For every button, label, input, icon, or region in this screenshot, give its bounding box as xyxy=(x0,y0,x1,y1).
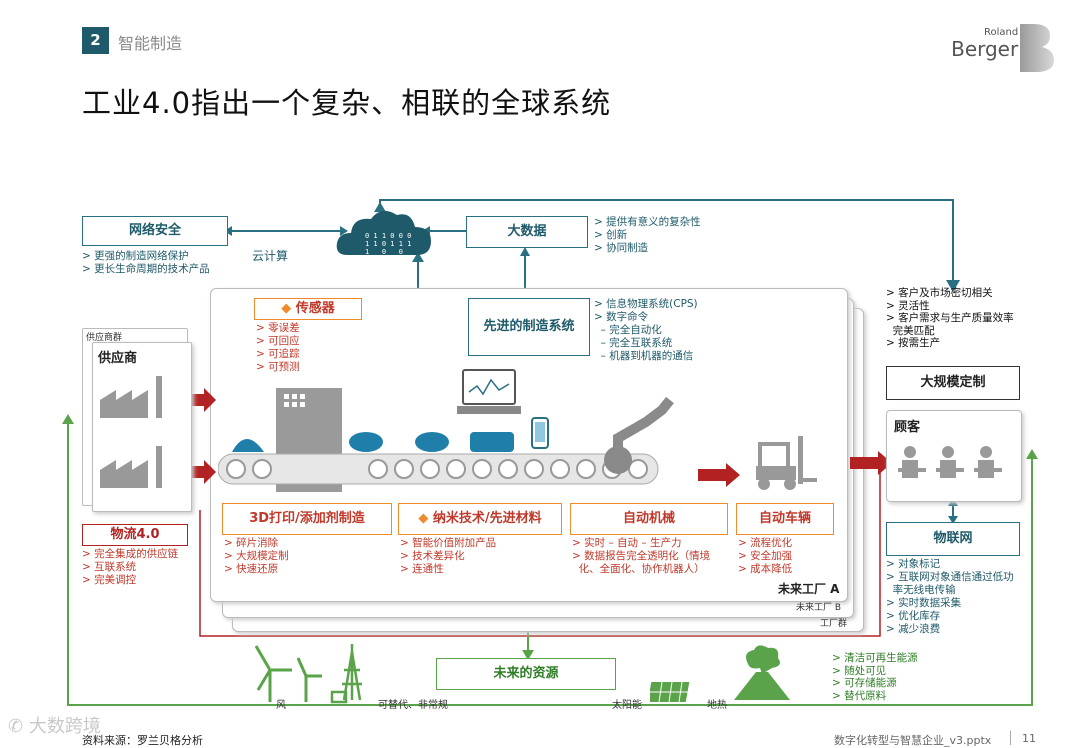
diamond-icon: ◆ xyxy=(418,511,429,526)
advanced-manufacturing-list: > 信息物理系统(CPS) > 数字命令 – 完全自动化 – 完全互联系统 – … xyxy=(594,298,698,362)
watermark: ✆ 大数跨境 xyxy=(8,712,101,738)
page-title: 工业4.0指出一个复杂、相联的全球系统 xyxy=(82,86,612,120)
tech-auto-vehicle-box: 自动车辆 xyxy=(736,503,834,535)
phone-icon xyxy=(531,417,549,449)
customer-arrow xyxy=(850,451,892,475)
iot-list: > 对象标记 > 互联网对象通信通过低功 率无线电传输 > 实时数据采集 > 优… xyxy=(886,558,1014,635)
logo-b-icon xyxy=(1020,24,1054,72)
cloud-binary: 0 1 1 0 0 0 1 1 0 1 1 1 1 0 0 0 0 1 1 0 … xyxy=(365,232,412,280)
alternative-label: 可替代、非常规 xyxy=(378,700,448,711)
output-arrow xyxy=(698,463,740,487)
tech-auto-vehicle-list: > 流程优化 > 安全加强 > 成本降低 xyxy=(738,537,793,575)
iot-box: 物联网 xyxy=(886,522,1020,556)
big-data-box: 大数据 xyxy=(466,216,588,248)
sensor-list: > 零误差 > 可回应 > 可追踪 > 可预测 xyxy=(256,322,300,373)
section-number: 2 xyxy=(82,27,109,54)
customer-benefits-list: > 客户及市场密切相关 > 灵活性 > 客户需求与生产质量效率 完美匹配 > 按… xyxy=(886,287,1014,349)
customers-icon xyxy=(898,446,1002,478)
watermark-text: 大数跨境 xyxy=(28,716,101,737)
conveyor-belt-icon xyxy=(218,388,674,492)
logistics-list: > 完全集成的供应链 > 互联系统 > 完美调控 xyxy=(82,548,179,586)
sensor-box: ◆ 传感器 xyxy=(254,298,362,320)
logistics-box: 物流4.0 xyxy=(82,524,188,546)
geothermal-icon xyxy=(734,645,790,700)
future-resources-list: > 清洁可再生能源 > 随处可见 > 可存储能源 > 替代原料 xyxy=(832,652,918,702)
roland-berger-logo: Roland Berger xyxy=(950,27,1019,61)
solar-label: 太阳能 xyxy=(612,700,642,711)
forklift-icon xyxy=(756,436,817,490)
diamond-icon: ◆ xyxy=(281,301,292,316)
section-title: 智能制造 xyxy=(118,34,183,53)
logo-main-text: Berger xyxy=(951,37,1019,61)
cloud-computing-label: 云计算 xyxy=(252,249,289,263)
tech-auto-machine-list: > 实时 – 自动 – 生产力 > 数据报告完全透明化（情境 化、全面化、协作机… xyxy=(572,537,711,575)
tech-3d-printing-list: > 碎片消除 > 大规模定制 > 快速还原 xyxy=(224,537,289,575)
alternative-energy-icon xyxy=(330,644,362,704)
logo-top-text: Roland xyxy=(984,27,1019,38)
solar-panel-icon xyxy=(650,681,690,703)
factory-building-icon xyxy=(100,376,162,488)
source-note: 资料来源：罗兰贝格分析 xyxy=(82,734,203,747)
page-number: 11 xyxy=(1022,732,1036,745)
network-security-list: > 更强的制造网络保护 > 更长生命周期的技术产品 xyxy=(82,250,210,275)
supplier-label: 供应商 xyxy=(98,351,138,366)
wind-turbine-icon xyxy=(254,645,322,702)
laptop-icon xyxy=(457,369,521,414)
future-resources-box: 未来的资源 xyxy=(436,658,616,690)
file-name: 数字化转型与智慧企业_v3.pptx xyxy=(834,734,992,747)
cloud-icon xyxy=(336,210,431,255)
tech-nano-list: > 智能价值附加产品 > 技术差异化 > 连通性 xyxy=(400,537,497,575)
tech-nano-label: 纳米技术/先进材料 xyxy=(432,511,542,526)
customer-label: 顾客 xyxy=(894,420,921,435)
tech-auto-machine-box: 自动机械 xyxy=(570,503,728,535)
big-data-list: > 提供有意义的复杂性 > 创新 > 协同制造 xyxy=(594,216,701,254)
advanced-manufacturing-box: 先进的制造系统 xyxy=(468,298,590,356)
factory-a-label: 未来工厂 A xyxy=(778,582,840,596)
footer-divider xyxy=(1010,731,1011,745)
mass-customization-box: 大规模定制 xyxy=(886,366,1020,400)
supply-arrows xyxy=(184,388,216,484)
network-security-box: 网络安全 xyxy=(82,216,228,246)
tech-nano-box: ◆ 纳米技术/先进材料 xyxy=(398,503,562,535)
factory-b-label: 未来工厂 B xyxy=(796,603,842,613)
factory-group-label: 工厂群 xyxy=(820,619,848,629)
geothermal-label: 地热 xyxy=(707,700,727,711)
chat-icon: ✆ xyxy=(8,716,24,737)
wind-label: 风 xyxy=(276,700,286,711)
sensor-label: 传感器 xyxy=(295,301,335,316)
tech-3d-printing-box: 3D打印/添加剂制造 xyxy=(222,503,392,535)
supplier-group-label: 供应商群 xyxy=(86,333,123,343)
